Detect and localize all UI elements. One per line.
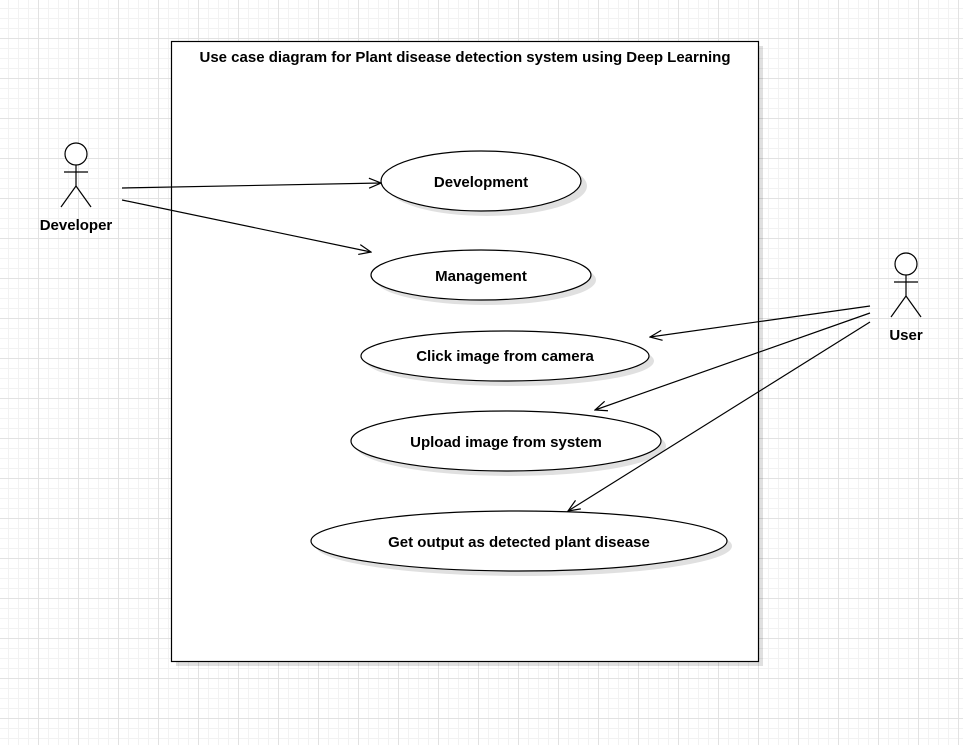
stick-figure-icon — [60, 142, 92, 208]
diagram-title: Use case diagram for Plant disease detec… — [199, 49, 730, 66]
association-developer-development — [121, 183, 381, 188]
use-case-label: Development — [434, 174, 528, 191]
association-user-click-image — [650, 305, 871, 337]
actor-developer[interactable]: Developer — [40, 142, 113, 234]
use-case-get-output[interactable]: Get output as detected plant disease — [310, 510, 732, 576]
actor-label: Developer — [40, 217, 113, 234]
use-case-label: Management — [435, 268, 527, 285]
use-case-click-image[interactable]: Click image from camera — [360, 330, 654, 386]
use-case-upload-image[interactable]: Upload image from system — [350, 410, 666, 476]
stick-figure-icon — [890, 252, 922, 318]
use-case-label: Get output as detected plant disease — [388, 534, 650, 551]
use-case-management[interactable]: Management — [370, 249, 596, 305]
association-developer-management — [121, 199, 371, 252]
actor-user[interactable]: User — [889, 252, 923, 344]
association-user-upload-image — [595, 312, 871, 410]
use-case-label: Upload image from system — [410, 434, 602, 451]
actor-label: User — [889, 327, 923, 344]
association-user-get-output — [568, 321, 871, 511]
use-case-label: Click image from camera — [416, 348, 594, 365]
use-case-development[interactable]: Development — [380, 150, 587, 216]
